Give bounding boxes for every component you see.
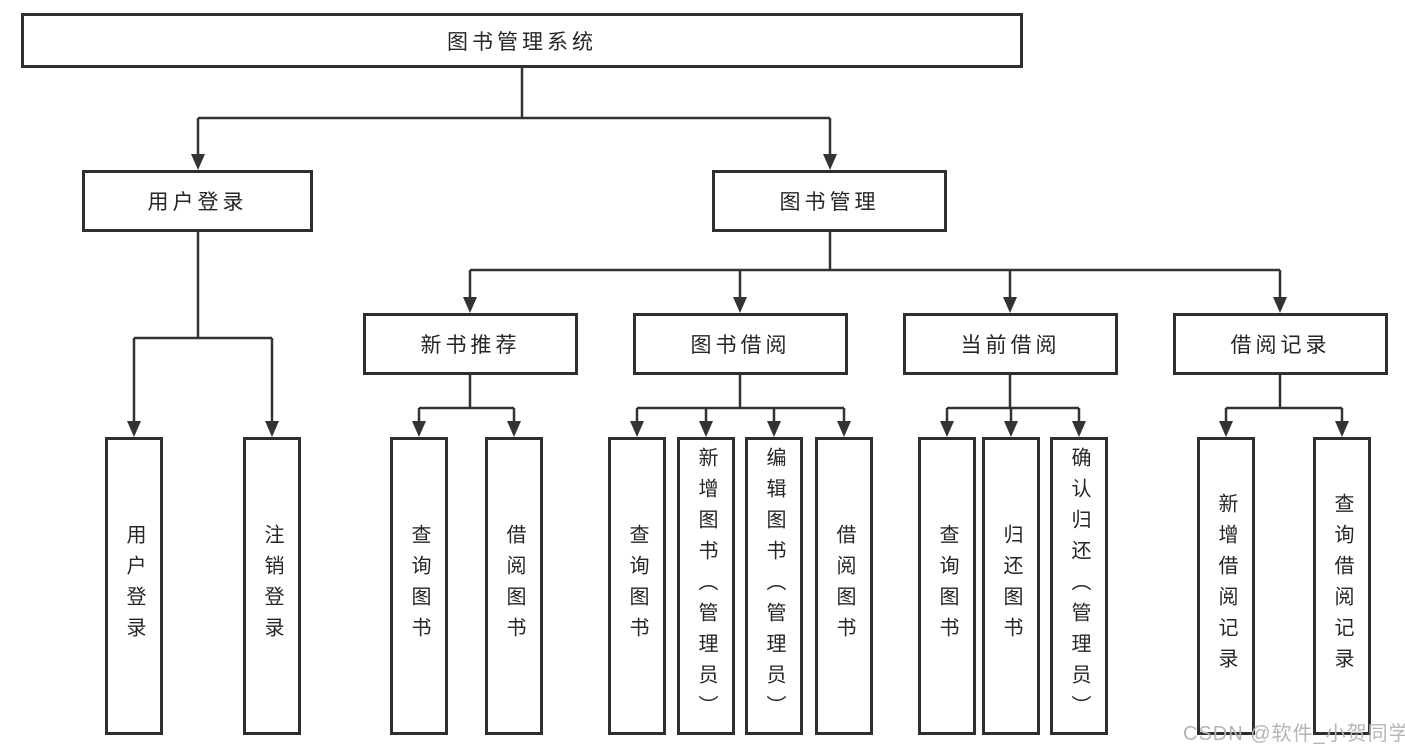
node-label: 用户登录 xyxy=(123,524,145,648)
arrowheads xyxy=(127,154,1349,437)
node-book-management: 图书管理 xyxy=(712,170,947,232)
node-leaf-borrow-books-2: 借阅图书 xyxy=(815,437,873,735)
node-label: 借阅图书 xyxy=(503,524,525,648)
node-label: 新增借阅记录 xyxy=(1215,493,1237,679)
node-borrowing-records: 借阅记录 xyxy=(1173,313,1388,375)
node-label: 新书推荐 xyxy=(420,334,521,357)
node-label: 图书借阅 xyxy=(690,334,791,357)
node-label: 用户登录 xyxy=(147,191,248,214)
node-leaf-add-books-admin: 新增图书（管理员） xyxy=(677,437,735,735)
node-leaf-edit-books-admin: 编辑图书（管理员） xyxy=(745,437,803,735)
node-label: 查询图书 xyxy=(936,524,958,648)
node-new-book-recommendation: 新书推荐 xyxy=(363,313,578,375)
node-label: 图书管理 xyxy=(779,191,880,214)
node-label: 当前借阅 xyxy=(960,334,1061,357)
node-label: 新增图书（管理员） xyxy=(695,446,717,726)
node-current-borrowing: 当前借阅 xyxy=(903,313,1118,375)
node-leaf-query-books-2: 查询图书 xyxy=(608,437,666,735)
node-label: 借阅记录 xyxy=(1230,334,1331,357)
node-label: 确认归还（管理员） xyxy=(1068,446,1090,726)
node-label: 注销登录 xyxy=(261,524,283,648)
node-label: 查询图书 xyxy=(408,524,430,648)
node-leaf-return-books: 归还图书 xyxy=(982,437,1040,735)
node-label: 归还图书 xyxy=(1000,524,1022,648)
node-label: 借阅图书 xyxy=(833,524,855,648)
node-library-management-system: 图书管理系统 xyxy=(21,13,1023,68)
node-user-login: 用户登录 xyxy=(82,170,313,232)
node-leaf-logout: 注销登录 xyxy=(243,437,301,735)
node-leaf-add-borrow-record: 新增借阅记录 xyxy=(1197,437,1255,735)
node-label: 查询图书 xyxy=(626,524,648,648)
node-leaf-query-books-3: 查询图书 xyxy=(918,437,976,735)
node-leaf-query-borrow-record: 查询借阅记录 xyxy=(1313,437,1371,735)
node-book-borrowing: 图书借阅 xyxy=(633,313,848,375)
node-leaf-query-books-1: 查询图书 xyxy=(390,437,448,735)
node-leaf-user-login: 用户登录 xyxy=(105,437,163,735)
node-label: 查询借阅记录 xyxy=(1331,493,1353,679)
csdn-watermark: CSDN @软件_小贺同学 xyxy=(1183,723,1405,745)
node-label: 编辑图书（管理员） xyxy=(763,446,785,726)
node-label: 图书管理系统 xyxy=(447,30,597,54)
node-leaf-borrow-books-1: 借阅图书 xyxy=(485,437,543,735)
node-leaf-confirm-return-admin: 确认归还（管理员） xyxy=(1050,437,1108,735)
